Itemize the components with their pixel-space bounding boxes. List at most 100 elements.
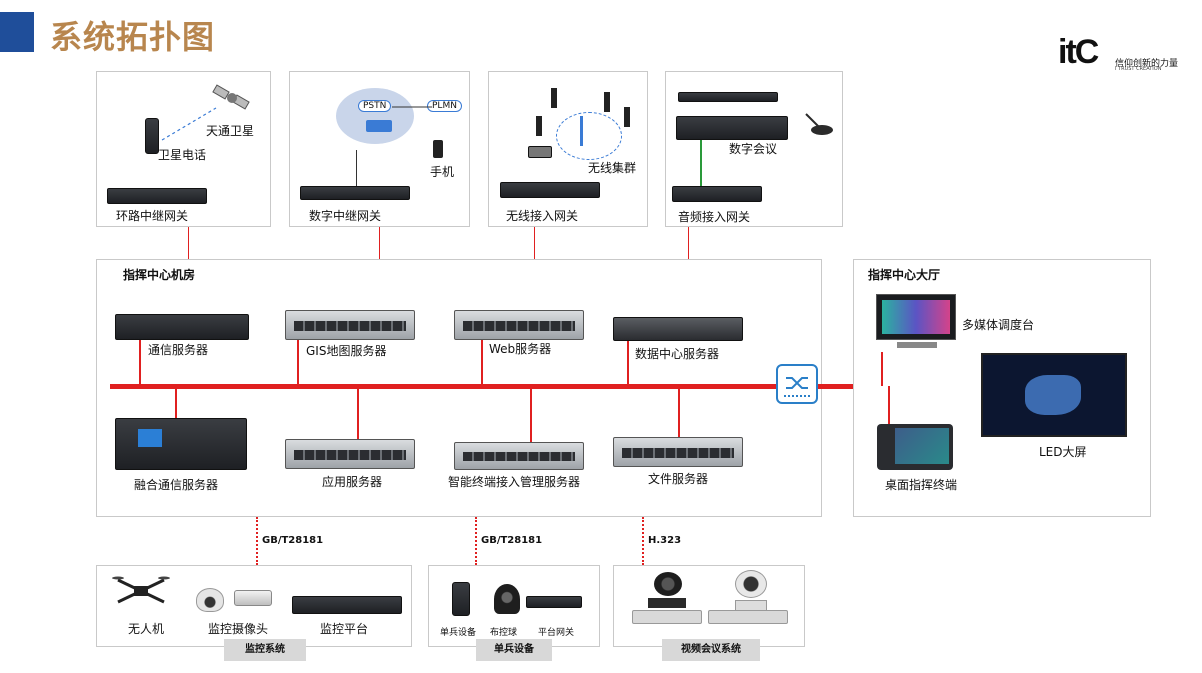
dome-camera-icon bbox=[196, 588, 224, 612]
satellite-label: 天通卫星 bbox=[206, 124, 255, 138]
radio-icon-3 bbox=[624, 107, 630, 127]
fusion-server-link bbox=[175, 389, 177, 418]
network-switch-icon bbox=[776, 364, 818, 404]
antenna-icon bbox=[580, 116, 583, 146]
digital-gateway-label: 数字中继网关 bbox=[309, 209, 382, 223]
wireless-gateway-device bbox=[500, 182, 600, 198]
data-center-server-link bbox=[627, 341, 629, 384]
audio-gateway-label: 音频接入网关 bbox=[678, 210, 751, 224]
satellite-link bbox=[161, 107, 217, 141]
satellite-phone-icon bbox=[145, 118, 159, 154]
soldier-unit-label: 单兵设备 bbox=[440, 628, 477, 638]
ptz-ball-label: 布控球 bbox=[490, 628, 518, 638]
web-server-link bbox=[481, 340, 483, 384]
file-server-label: 文件服务器 bbox=[648, 472, 709, 486]
satellite-phone-label: 卫星电话 bbox=[158, 148, 207, 162]
comm-server-device bbox=[115, 314, 249, 340]
digital-vertical-link bbox=[356, 150, 357, 186]
wireless-gateway-uplink bbox=[534, 227, 535, 259]
ptz-ball-icon bbox=[494, 584, 520, 614]
data-center-server-device bbox=[613, 317, 743, 341]
itc-logo: itC bbox=[1058, 33, 1099, 72]
gis-server-label: GIS地图服务器 bbox=[306, 344, 387, 358]
platform-gateway-device bbox=[526, 596, 582, 608]
soldier-dotted-link bbox=[475, 517, 477, 565]
cluster-ring bbox=[556, 112, 622, 160]
monitor-system-tag: 监控系统 bbox=[224, 639, 306, 661]
satellite-icon bbox=[212, 84, 252, 112]
microphone-icon bbox=[800, 110, 833, 135]
gb-link-label-1: GB/T28181 bbox=[262, 535, 324, 546]
comm-server-link bbox=[139, 340, 141, 384]
digital-gateway-uplink bbox=[379, 227, 380, 259]
drone-label: 无人机 bbox=[128, 622, 165, 636]
loop-gateway-uplink bbox=[188, 227, 189, 259]
video-dotted-link bbox=[642, 517, 644, 565]
file-server-link bbox=[678, 389, 680, 437]
platform-gateway-label: 平台网关 bbox=[538, 628, 575, 638]
console-link bbox=[881, 352, 883, 386]
mobile-label: 手机 bbox=[430, 165, 455, 179]
radio-icon-2 bbox=[604, 92, 610, 112]
video-conference-box bbox=[613, 565, 805, 647]
terminal-link bbox=[888, 386, 890, 424]
app-server-link bbox=[357, 389, 359, 439]
audio-gateway-device bbox=[672, 186, 762, 202]
ptz-camera-icon-1 bbox=[648, 572, 688, 608]
web-server-label: Web服务器 bbox=[489, 342, 552, 356]
monitor-platform-label: 监控平台 bbox=[320, 622, 369, 636]
pstn-plmn-link bbox=[392, 106, 432, 108]
file-server-device bbox=[613, 437, 743, 467]
logo-subline: I TRUST CREATION bbox=[1115, 66, 1162, 72]
conference-label: 数字会议 bbox=[729, 142, 778, 156]
data-center-server-label: 数据中心服务器 bbox=[635, 347, 720, 361]
desktop-terminal-icon bbox=[877, 424, 955, 472]
pstn-label: PSTN bbox=[358, 100, 392, 112]
network-bus bbox=[110, 384, 893, 389]
command-hall-title: 指挥中心大厅 bbox=[868, 268, 941, 282]
monitor-platform-device bbox=[292, 596, 402, 614]
machine-room-title: 指挥中心机房 bbox=[123, 268, 196, 282]
video-codec-device-2 bbox=[708, 610, 788, 624]
app-server-label: 应用服务器 bbox=[322, 475, 383, 489]
cluster-label: 无线集群 bbox=[588, 161, 637, 175]
multimedia-console-icon bbox=[876, 294, 958, 348]
audio-gateway-uplink bbox=[688, 227, 689, 259]
audio-green-link bbox=[700, 140, 702, 186]
wireless-gateway-label: 无线接入网关 bbox=[506, 209, 579, 223]
terminal-access-server-label: 智能终端接入管理服务器 bbox=[448, 475, 581, 489]
soldier-device-tag: 单兵设备 bbox=[476, 639, 552, 661]
fusion-server-label: 融合通信服务器 bbox=[134, 478, 219, 492]
digital-gateway-device bbox=[300, 186, 410, 200]
ptz-camera-icon-2 bbox=[734, 570, 768, 612]
loop-gateway-label: 环路中继网关 bbox=[116, 209, 189, 223]
logo-slogan: 信仰创新的力量 bbox=[1115, 59, 1179, 69]
header-accent-block bbox=[0, 12, 34, 52]
radio-icon-4 bbox=[536, 116, 542, 136]
terminal-access-server-link bbox=[530, 389, 532, 442]
video-codec-device-1 bbox=[632, 610, 702, 624]
monitor-dotted-link bbox=[256, 517, 258, 565]
camera-label: 监控摄像头 bbox=[208, 622, 269, 636]
comm-server-label: 通信服务器 bbox=[148, 343, 209, 357]
web-server-device bbox=[454, 310, 584, 340]
radio-icon-1 bbox=[551, 88, 557, 108]
soldier-unit-icon bbox=[452, 582, 470, 616]
dispatch-console-icon bbox=[528, 146, 552, 158]
gis-server-device bbox=[285, 310, 415, 340]
desktop-terminal-label: 桌面指挥终端 bbox=[885, 478, 958, 492]
plmn-label: PLMN bbox=[427, 100, 462, 112]
terminal-access-server-device bbox=[454, 442, 584, 470]
gb-link-label-2: GB/T28181 bbox=[481, 535, 543, 546]
video-conference-tag: 视频会议系统 bbox=[662, 639, 760, 661]
led-screen-label: LED大屏 bbox=[1039, 445, 1087, 459]
bullet-camera-icon bbox=[234, 590, 272, 606]
led-screen-display bbox=[981, 353, 1127, 437]
page-title: 系统拓扑图 bbox=[50, 18, 216, 56]
gis-server-link bbox=[297, 340, 299, 384]
network-nodes-icon bbox=[366, 120, 392, 132]
pstn-cloud bbox=[336, 88, 414, 144]
fusion-server-device bbox=[115, 418, 247, 470]
app-server-device bbox=[285, 439, 415, 469]
loop-gateway-device bbox=[107, 188, 207, 204]
